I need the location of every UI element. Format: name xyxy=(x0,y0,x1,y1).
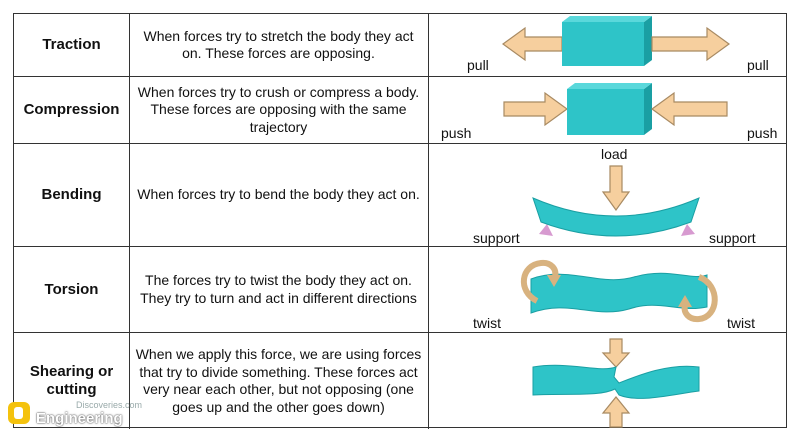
sheared-beam xyxy=(532,364,700,399)
watermark-logo: Discoveries.com Engineering xyxy=(6,398,146,430)
force-name: Bending xyxy=(14,144,130,246)
block-front xyxy=(562,22,644,66)
table-row: Compression When forces try to crush or … xyxy=(14,77,786,144)
twist-arrow-left xyxy=(520,259,559,304)
load-arrow xyxy=(601,165,631,212)
load-label: load xyxy=(601,146,628,162)
force-description: When we apply this force, we are using f… xyxy=(129,333,429,429)
watermark-brand: Engineering xyxy=(36,410,123,427)
torsion-figure: twist twist xyxy=(429,247,786,332)
logo-mark-icon xyxy=(8,402,30,424)
block-side xyxy=(644,16,652,66)
table-row: Torsion The forces try to twist the body… xyxy=(14,247,786,333)
support-left xyxy=(539,224,553,236)
force-name: Shearing or cutting xyxy=(14,333,130,429)
support-label-left: support xyxy=(473,230,520,246)
twist-label-left: twist xyxy=(473,315,501,331)
bending-diagram xyxy=(532,165,700,237)
block-front xyxy=(567,89,644,135)
twisted-beam xyxy=(530,272,708,314)
traction-diagram xyxy=(501,16,731,66)
twist-arrowhead-left xyxy=(547,275,561,287)
traction-figure: pull pull xyxy=(429,14,786,76)
table-row: Traction When forces try to stretch the … xyxy=(14,14,786,77)
block-top xyxy=(562,16,652,22)
pull-arrow-left xyxy=(501,26,563,62)
compression-diagram xyxy=(503,83,728,135)
force-description: When forces try to crush or compress a b… xyxy=(129,77,429,143)
force-name: Torsion xyxy=(14,247,130,332)
table-row: Shearing or cutting When we apply this f… xyxy=(14,333,786,429)
shear-arrow-up xyxy=(601,396,631,428)
force-name: Traction xyxy=(14,14,130,76)
compression-figure: push push xyxy=(429,77,786,143)
force-name: Compression xyxy=(14,77,130,143)
forces-table: Traction When forces try to stretch the … xyxy=(13,13,787,429)
block-side xyxy=(644,83,652,135)
bent-beam xyxy=(532,197,700,237)
twist-arrow-right xyxy=(681,274,718,323)
pull-label-right: pull xyxy=(747,57,769,73)
twist-arrowhead-right xyxy=(678,295,692,307)
shearing-diagram xyxy=(532,338,700,428)
twist-label-right: twist xyxy=(727,315,755,331)
support-right xyxy=(681,224,695,236)
bending-figure: load support support xyxy=(429,144,786,246)
torsion-diagram xyxy=(520,259,718,323)
push-arrow-left xyxy=(503,91,569,127)
shearing-figure xyxy=(429,333,786,429)
push-label-left: push xyxy=(441,125,472,141)
push-arrow-right xyxy=(650,91,728,127)
force-description: The forces try to twist the body they ac… xyxy=(129,247,429,332)
support-label-right: support xyxy=(709,230,756,246)
push-label-right: push xyxy=(747,125,778,141)
block-top xyxy=(567,83,652,89)
pull-label-left: pull xyxy=(467,57,489,73)
pull-arrow-right xyxy=(651,26,731,62)
top-strip xyxy=(0,0,800,12)
force-description: When forces try to stretch the body they… xyxy=(129,14,429,76)
watermark-tagline: Discoveries.com xyxy=(76,400,143,410)
shear-arrow-down xyxy=(601,338,631,368)
table-row: Bending When forces try to bend the body… xyxy=(14,144,786,247)
force-description: When forces try to bend the body they ac… xyxy=(129,144,429,246)
